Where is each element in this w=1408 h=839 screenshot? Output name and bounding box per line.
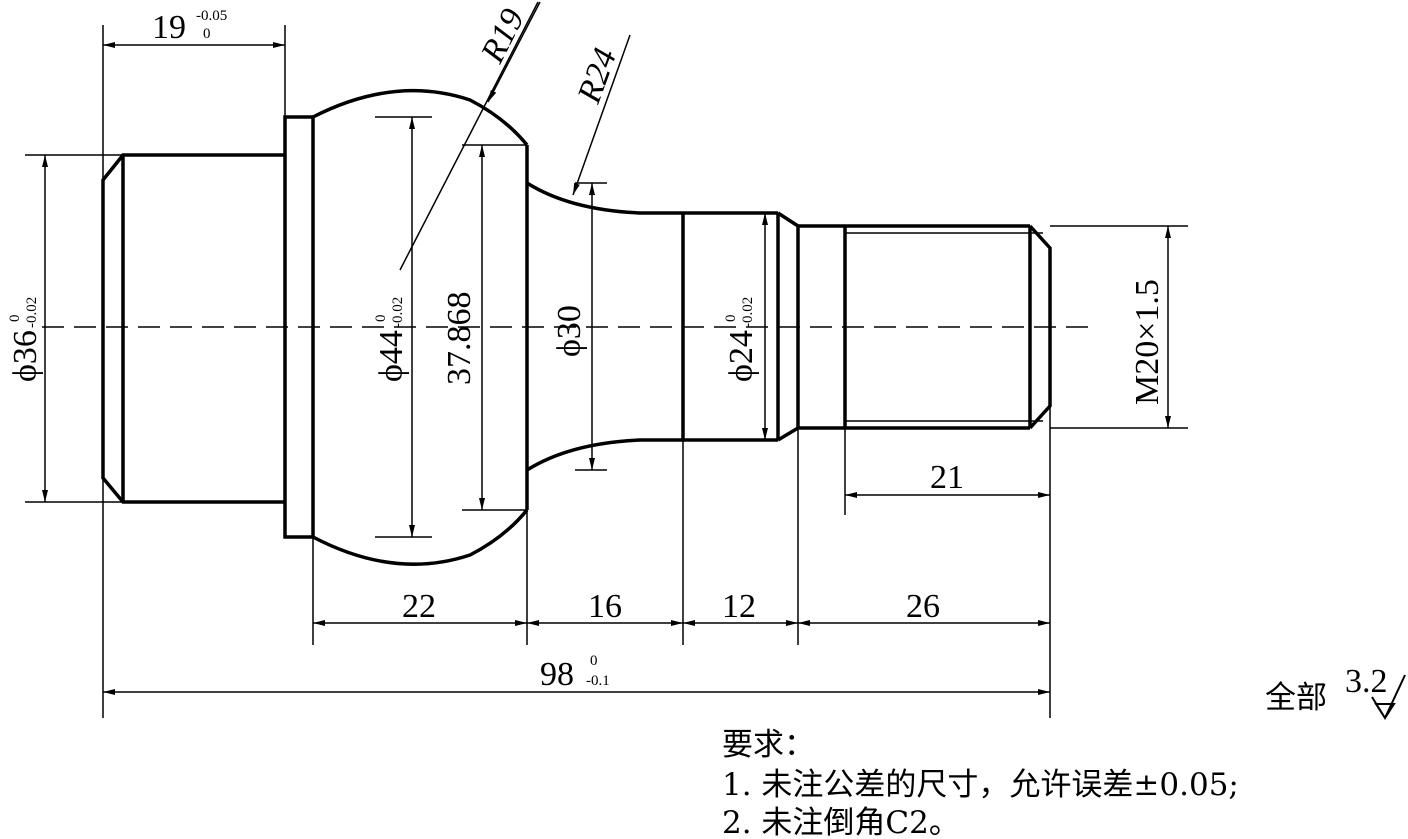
requirements-line1: 1. 未注公差的尺寸，允许误差±0.05; (722, 767, 1239, 803)
surface-finish-label: 全部 (1265, 680, 1327, 716)
dim-r19: R19 (474, 3, 532, 69)
dim-16: 16 (588, 588, 622, 625)
dim-22: 22 (402, 588, 436, 625)
dim-24-upper: 0 (723, 315, 739, 323)
dim-24-lower: -0.02 (740, 297, 756, 328)
dim-36-lower: -0.02 (24, 297, 40, 328)
dim-44-upper: 0 (373, 315, 389, 323)
part-outline (101, 88, 1052, 566)
dimension-lines (42, 1, 1171, 695)
dim-24-value: ϕ24 (723, 330, 760, 382)
thread-minor-lines (845, 232, 1043, 422)
roughness-icon (1371, 674, 1406, 721)
dim-30: ϕ30 (551, 305, 588, 357)
dim-36-upper: 0 (7, 315, 23, 323)
dim-26: 26 (906, 588, 940, 625)
dim-r24: R24 (570, 44, 624, 109)
dim-98-lower: -0.1 (586, 673, 610, 689)
dim-98-value: 98 (540, 656, 574, 693)
dim-19-lower: 0 (203, 26, 211, 42)
dim-44-value: ϕ44 (373, 330, 410, 382)
dim-19-value: 19 (152, 9, 186, 46)
dim-thread: M20×1.5 (1129, 279, 1166, 405)
dim-37-868: 37.868 (441, 292, 478, 386)
extension-lines (25, 25, 1188, 718)
requirements-title: 要求： (722, 727, 815, 763)
requirements-note: 要求： 1. 未注公差的尺寸，允许误差±0.05; 2. 未注倒角C2。 (722, 727, 1239, 839)
dim-98-upper: 0 (590, 653, 598, 669)
surface-finish: 全部 3.2 (1265, 663, 1406, 721)
dim-12: 12 (722, 588, 756, 625)
dim-36-value: ϕ36 (7, 330, 44, 382)
surface-finish-value: 3.2 (1345, 663, 1388, 700)
requirements-line2: 2. 未注倒角C2。 (722, 805, 960, 839)
dim-21: 21 (930, 459, 964, 496)
dim-44-lower: -0.02 (390, 297, 406, 328)
dim-19-upper: -0.05 (196, 8, 227, 24)
